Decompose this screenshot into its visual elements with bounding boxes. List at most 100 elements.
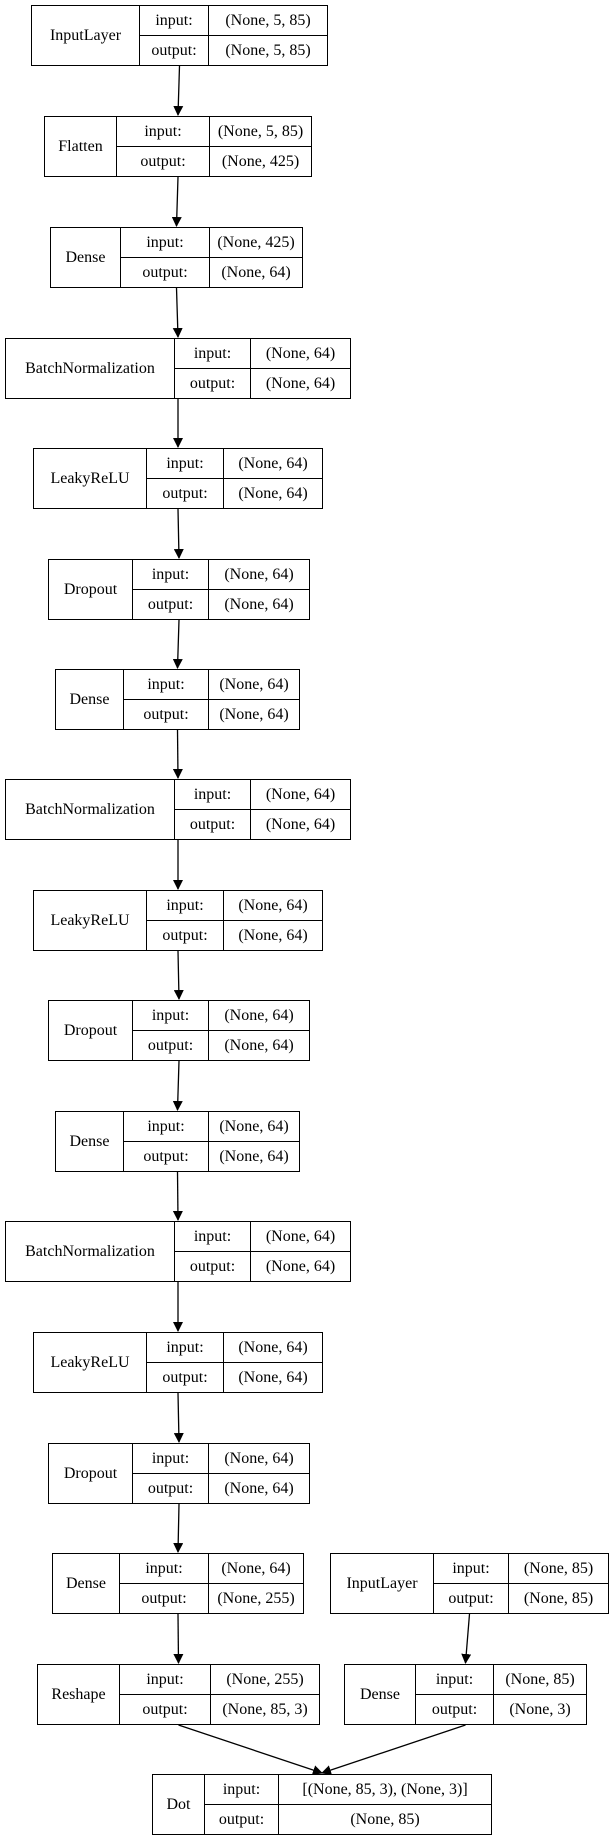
input-shape: (None, 85) [505,1670,575,1688]
input-shape: (None, 64) [238,454,308,472]
layer-name: LeakyReLU [34,891,147,950]
output-shape: (None, 64) [238,1368,308,1386]
output-row: output:(None, 64) [147,478,322,508]
input-shape: (None, 64) [219,675,289,693]
input-row: input: (None, 64) [133,1444,309,1473]
input-shape: [(None, 85, 3), (None, 3)] [302,1780,468,1798]
edge-arrow-dense-3-to-batchnorm-3 [172,1171,183,1221]
input-row: input:(None, 5, 85) [140,6,327,35]
output-row: output:(None, 5, 85) [140,35,327,65]
output-shape: (None, 64) [219,1147,289,1165]
output-row: output:(None, 64) [175,368,350,398]
input-label: input: [147,449,224,478]
input-row: input:(None, 425) [121,228,302,257]
output-shape: (None, 64) [265,815,336,833]
input-shape: (None, 5, 85) [225,11,311,29]
layer-name: InputLayer [32,6,140,65]
input-label: input: [121,228,210,257]
output-shape: (None, 3) [509,1700,571,1718]
layer-name: Dropout [49,560,133,619]
input-label: input: [117,117,210,146]
input-row: input: (None, 85) [416,1665,586,1694]
output-shape: (None, 5, 85) [225,41,311,59]
input-shape: (None, 64) [219,1117,289,1135]
output-label: output: [117,147,210,176]
output-label: output: [121,258,210,287]
input-row: input:(None, 64) [124,670,299,699]
output-label: output: [133,1474,209,1503]
output-shape: (None, 64) [219,705,289,723]
output-row: output:(None, 64) [124,699,299,729]
edge-arrow-leakyrelu-3-to-dropout-3 [173,1392,184,1443]
layer-name: Dense [56,670,124,729]
edge-arrow-leakyrelu-2-to-dropout-2 [173,950,184,1000]
output-shape: (None, 64) [224,595,294,613]
input-label: input: [133,1444,209,1473]
output-row: output:(None, 85) [205,1804,491,1834]
edge-arrow-dropout-3-to-dense-4 [173,1503,184,1553]
edge-arrow-leakyrelu-1-to-dropout-1 [173,508,184,559]
input-row: input:(None, 64) [175,1222,350,1251]
input-shape: (None, 64) [238,1338,308,1356]
input-label: input: [147,891,224,920]
output-label: output: [147,921,224,950]
output-row: output: (None, 85, 3) [120,1694,319,1724]
output-row: output:(None, 425) [117,146,311,176]
layer-name: Reshape [38,1665,120,1724]
output-label: output: [133,590,209,619]
edge-arrow-dense-5-to-dot [321,1724,466,1775]
input-shape: (None, 64) [265,785,336,803]
input-row: input: (None, 5, 85) [117,117,311,146]
output-label: output: [416,1695,494,1724]
input-shape: (None, 64) [221,1559,291,1577]
input-row: input:(None, 64) [147,1333,322,1362]
output-row: output:(None, 64) [133,1473,309,1503]
output-row: output: (None, 64) [175,809,350,839]
output-label: output: [434,1584,509,1613]
input-shape: (None, 5, 85) [217,122,304,140]
output-shape: (None, 85) [350,1810,420,1828]
layer-name: LeakyReLU [34,449,147,508]
output-shape: (None, 64) [221,263,291,281]
layer-name: Dot [153,1775,205,1834]
input-label: input: [133,560,209,589]
edge-arrow-dropout-1-to-dense-2 [172,619,183,669]
input-shape: (None, 64) [265,344,336,362]
output-label: output: [175,1252,251,1281]
output-shape: (None, 85) [523,1589,594,1607]
output-shape: (None, 85, 3) [222,1700,308,1718]
output-row: output:(None, 64) [147,920,322,950]
output-label: output: [175,810,251,839]
output-label: output: [133,1031,209,1060]
input-row: input:(None, 64) [175,780,350,809]
edge-arrow-input-layer-1-to-flatten [173,65,184,116]
input-label: input: [175,339,251,368]
layer-name: LeakyReLU [34,1333,147,1392]
input-label: input: [416,1665,494,1694]
edge-arrow-reshape-to-dot [178,1724,323,1775]
output-label: output: [120,1695,211,1724]
input-shape: (None, 64) [224,1449,294,1467]
output-shape: (None, 255) [217,1589,295,1607]
output-label: output: [124,1142,209,1171]
edge-arrow-dense-2-to-batchnorm-2 [172,729,183,779]
edge-arrow-input-layer-2-to-dense-5 [461,1613,472,1664]
output-row: output: (None, 64) [133,589,309,619]
layer-name: Dense [51,228,121,287]
